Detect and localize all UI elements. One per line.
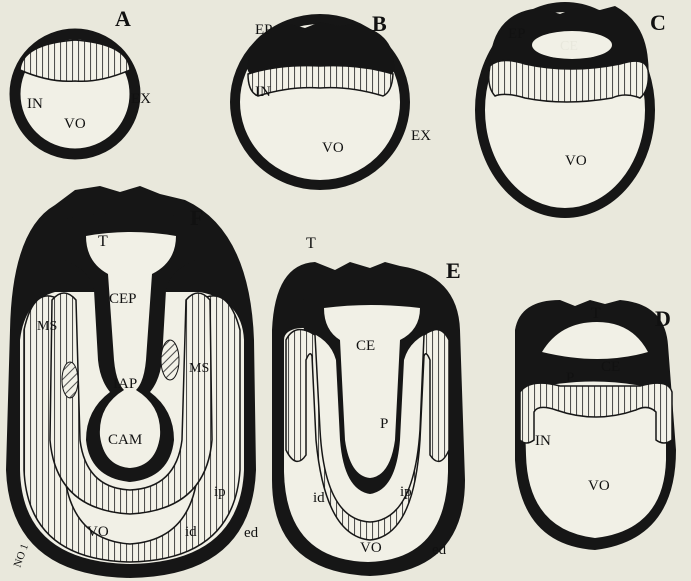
panel-f-label-ms-left: MS (37, 319, 57, 334)
panel-f-label-vo: VO (87, 524, 109, 540)
panel-a-label-in: IN (27, 96, 43, 112)
panel-e-label-ip: ip (400, 484, 412, 500)
panel-a-letter: A (115, 6, 131, 31)
panel-a-label-vo: VO (64, 116, 86, 132)
panel-b-label-ep: EP (255, 22, 273, 38)
panel-b-label-in: IN (255, 84, 271, 100)
panel-f-label-ed: ed (244, 525, 259, 541)
panel-e-label-ed: ed (432, 542, 447, 558)
panel-e-label-id: id (313, 490, 325, 506)
panel-d: D T P CE IN VO (515, 300, 676, 550)
panel-f: F T CEP MS MS IAP CAM ip VO id ed NO 1 (6, 186, 259, 578)
panel-e-label-p: P (380, 416, 388, 432)
panel-f-letter: F (190, 205, 203, 230)
panel-c-label-ep: EP (508, 26, 526, 42)
panel-e-label-ce: CE (356, 338, 375, 354)
panel-f-label-cep: CEP (109, 291, 137, 307)
panel-e-label-vo: VO (360, 540, 382, 556)
panel-d-label-t: T (591, 305, 601, 322)
panel-d-label-ce: CE (601, 359, 620, 375)
panel-d-letter: D (655, 306, 671, 331)
panel-f-label-ip: ip (214, 484, 226, 500)
panel-f-note: NO 1 (12, 542, 32, 569)
panel-c-label-ce: CE (560, 39, 578, 54)
panel-f-label-iap: IAP (113, 376, 137, 392)
panel-f-label-cam: CAM (108, 432, 142, 448)
panel-b-label-ex: EX (411, 128, 431, 144)
panel-c: C EP CE VO (480, 6, 666, 213)
panel-f-label-id: id (185, 524, 197, 540)
panel-f-label-t: T (98, 233, 108, 250)
panel-e: E T CE P id ip VO ed (272, 235, 465, 576)
panel-e-letter: E (446, 258, 461, 283)
panel-b-letter: B (372, 11, 387, 36)
panel-b-label-vo: VO (322, 140, 344, 156)
panel-c-letter: C (650, 10, 666, 35)
panel-b: B EP IN VO EX (235, 11, 431, 185)
panel-f-ms-right (161, 340, 179, 380)
panel-d-label-in: IN (535, 433, 551, 449)
panel-c-label-vo: VO (565, 153, 587, 169)
panel-d-label-p: P (566, 370, 574, 386)
panel-a: A IN VO EX (15, 6, 151, 154)
panel-f-ms-left (62, 362, 78, 398)
panel-a-label-ex: EX (131, 91, 151, 107)
panel-f-label-ms-right: MS (189, 361, 209, 376)
panel-d-label-vo: VO (588, 478, 610, 494)
panel-e-label-t: T (306, 235, 316, 252)
